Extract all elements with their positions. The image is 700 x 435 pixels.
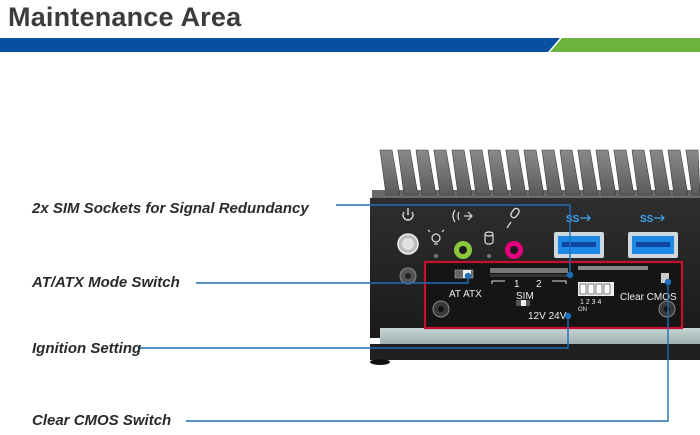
svg-text:SS: SS — [640, 214, 654, 225]
chassis-base — [380, 328, 700, 344]
callout-clear-cmos-switch: Clear CMOS Switch — [32, 412, 172, 429]
screw-left — [432, 300, 450, 318]
header-band-blue — [0, 38, 560, 52]
audio-out-jack — [454, 241, 472, 259]
dip-switch — [578, 266, 648, 296]
audio-out-icon — [452, 209, 473, 223]
dip-on-label: ON — [578, 307, 587, 313]
remote-connector — [399, 267, 417, 285]
mic-icon — [506, 207, 520, 229]
screw-right — [658, 300, 676, 318]
ignition-switch — [516, 300, 530, 306]
callout-sim-sockets: 2x SIM Sockets for Signal Redundancy — [32, 200, 309, 217]
header-band-green — [550, 38, 700, 52]
svg-text:2: 2 — [536, 279, 542, 290]
header-band — [0, 38, 700, 52]
power-icon — [402, 208, 414, 221]
mic-jack — [505, 241, 523, 259]
at-atx-label: AT ATX — [449, 289, 482, 300]
callout-at-atx-switch: AT/ATX Mode Switch — [32, 274, 180, 291]
storage-icon — [484, 231, 494, 245]
clear-cmos-label: Clear CMOS — [620, 292, 677, 303]
svg-text:1: 1 — [514, 279, 520, 290]
leader-lines — [138, 204, 672, 422]
heatsink-fins — [372, 149, 700, 202]
page-title: Maintenance Area — [8, 2, 242, 32]
power-button — [397, 233, 419, 255]
usb-port-2 — [628, 232, 678, 258]
dip-numbers: 1 2 3 4 — [580, 299, 602, 306]
bulb-icon — [427, 229, 445, 245]
callout-ignition-setting: Ignition Setting — [32, 340, 142, 357]
sim-sockets: 1 2 — [490, 268, 568, 290]
clear-cmos-header — [661, 273, 669, 283]
svg-text:SS: SS — [566, 214, 580, 225]
sim-label: SIM — [516, 291, 534, 302]
usb-port-1 — [554, 232, 604, 258]
voltage-label: 12V 24V — [528, 311, 567, 322]
usb-ss-icon: SS SS — [566, 214, 665, 225]
